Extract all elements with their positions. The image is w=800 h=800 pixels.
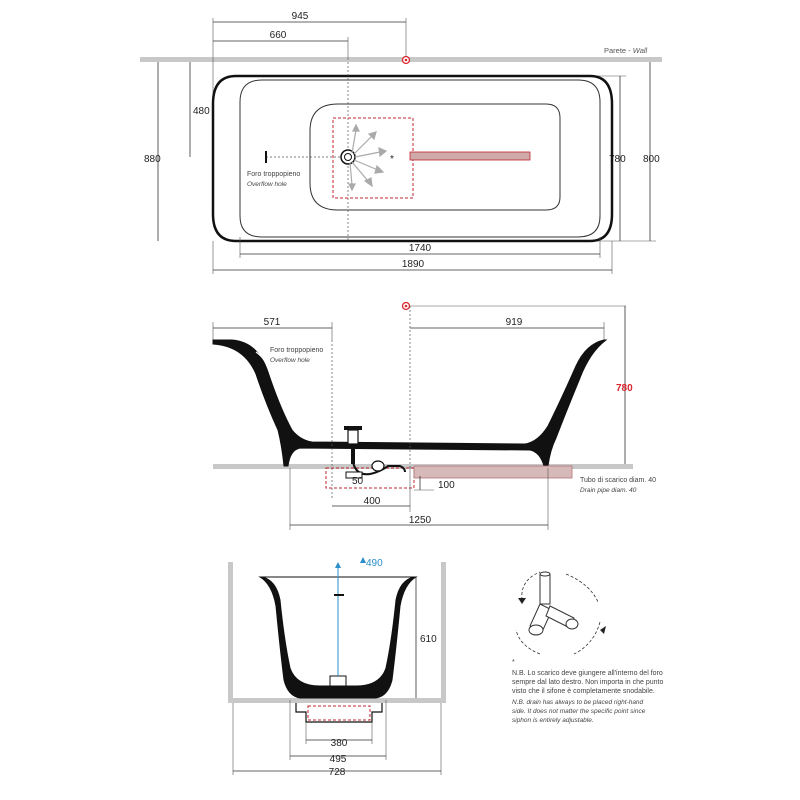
end-wall-right (441, 562, 446, 702)
dim-100: 100 (438, 480, 455, 491)
drain-label-it: Drain pipe diam. 40 (580, 487, 637, 494)
overflow-label-top-it: Overflow hole (247, 181, 287, 188)
dim-490: 490 (366, 558, 383, 569)
top-view: Parete - Wall 945 660 480 880 780 800 (140, 11, 662, 274)
end-floor (228, 698, 446, 703)
side-view: 571 919 780 Foro troppopieno Overflow ho… (212, 301, 656, 530)
dim-571: 571 (264, 317, 281, 328)
tub-outer-outline (211, 74, 614, 243)
overflow-label-top: Foro troppopieno (247, 171, 300, 178)
drain-valve (344, 426, 362, 464)
drain-inner (344, 153, 352, 161)
dim-400: 400 (364, 496, 381, 507)
end-wall-left (228, 562, 233, 702)
dim-780-top: 780 (609, 154, 626, 165)
dim-490-label-arrow (360, 557, 366, 563)
dim-780-side: 780 (616, 383, 633, 394)
note-en-line3: siphon is entirely adjustable. (512, 717, 594, 724)
siphon-top-cap (539, 571, 551, 577)
end-view: 490 610 380 495 728 (228, 557, 446, 778)
dim-1890: 1890 (402, 259, 425, 270)
dim-800: 800 (643, 154, 660, 165)
end-pit (295, 703, 383, 723)
dim-480: 480 (193, 106, 210, 117)
tub-profile-side (212, 339, 608, 467)
note-it-line3: visto che il sifone è completamente snod… (512, 688, 655, 695)
dim-660: 660 (270, 30, 287, 41)
tub-rim (239, 79, 601, 238)
wall-point-top-center (404, 58, 408, 62)
tub-inner-basin (309, 103, 561, 211)
drain-pipe-top (409, 151, 531, 161)
note-asterisk: * (512, 659, 515, 666)
dim-495: 495 (330, 754, 347, 765)
dim-1740: 1740 (409, 243, 432, 254)
notes: * N.B. Lo scarico deve giungere all'inte… (512, 659, 663, 724)
wall-label: Parete - Wall (604, 46, 648, 55)
dim-380: 380 (331, 738, 348, 749)
dim-728: 728 (329, 767, 346, 778)
overflow-channel (255, 351, 319, 439)
dim-919: 919 (506, 317, 523, 328)
siphon-zone (325, 467, 415, 489)
siphon-detail (515, 571, 606, 655)
overflow-label-side-it: Overflow hole (270, 357, 310, 364)
asterisk-top: * (390, 154, 394, 165)
note-it-line1: N.B. Lo scarico deve giungere all'intern… (512, 670, 663, 677)
note-en-line2: side. It does not matter the specific po… (512, 708, 646, 715)
siphon-rotate-arrow-2 (600, 626, 606, 634)
dim-490-arrow (335, 562, 341, 568)
wall-band (140, 57, 662, 62)
dim-1250: 1250 (409, 515, 432, 526)
note-it-line2: sempre dal lato destro. Non importa in c… (512, 679, 663, 686)
overflow-label-side: Foro troppopieno (270, 347, 323, 354)
wall-point-side-center (404, 304, 408, 308)
drain-pipe-side (413, 465, 573, 479)
note-en-line1: N.B. drain has always to be placed right… (512, 699, 644, 706)
dim-945: 945 (292, 11, 309, 22)
siphon-outlet-2 (565, 618, 579, 630)
dim-610: 610 (420, 634, 437, 645)
drain-outer (340, 149, 356, 165)
end-pit-zone (307, 705, 371, 721)
siphon-outlet-1 (528, 624, 544, 636)
end-drain (329, 675, 347, 687)
siphon-rotate-arrow-1 (518, 598, 526, 604)
drain-label: Tubo di scarico diam. 40 (580, 477, 656, 484)
dim-880: 880 (144, 154, 161, 165)
siphon-vertical-pipe (539, 573, 551, 605)
dim-50: 50 (352, 476, 364, 487)
siphon-rotation-circle (515, 571, 601, 655)
drain-direction-arrows (348, 123, 388, 192)
